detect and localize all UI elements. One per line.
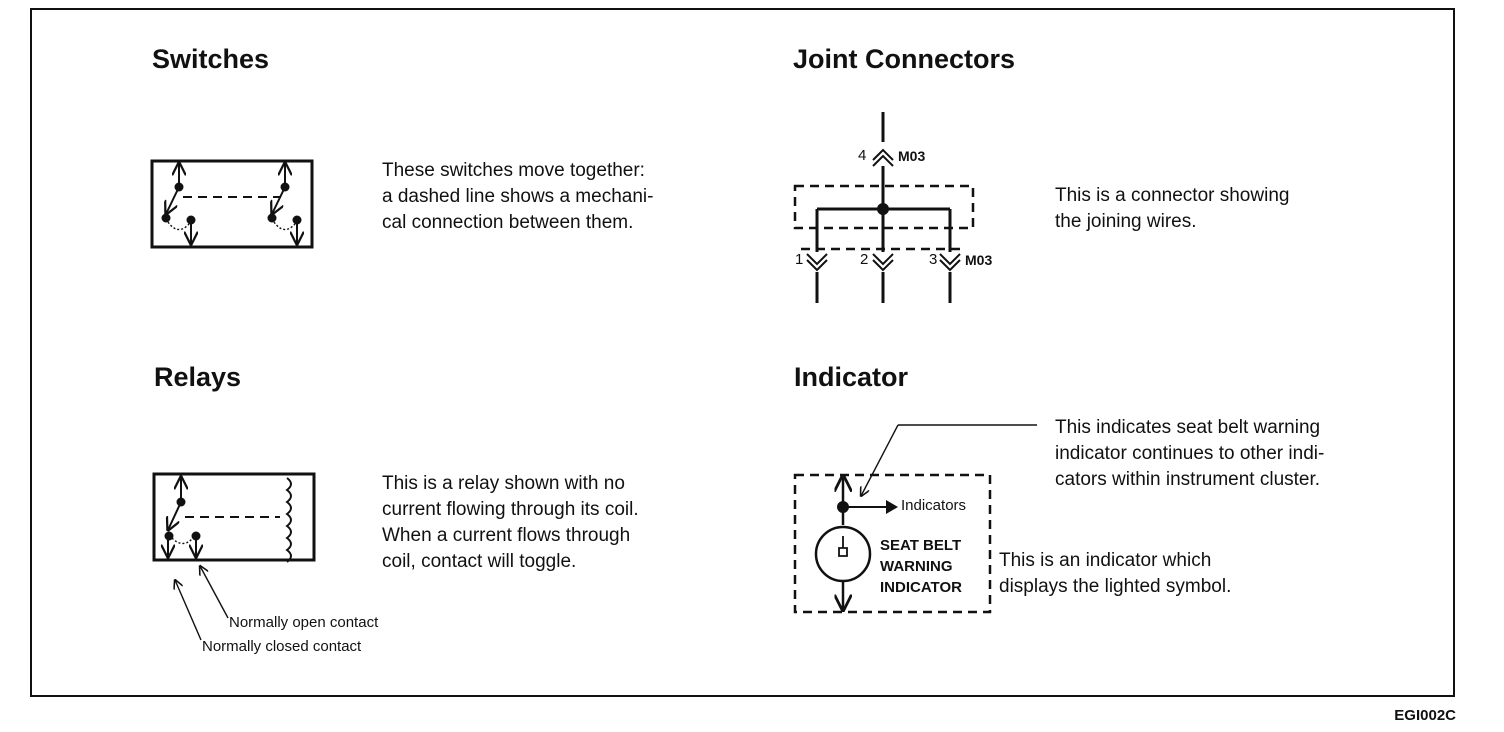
joint-connectors-description: This is a connector showing the joining … bbox=[1055, 183, 1289, 235]
indicator-splice-dot bbox=[837, 501, 849, 513]
switches-heading: Switches bbox=[152, 44, 270, 74]
lamp-label-line: WARNING bbox=[880, 558, 953, 575]
pin-label-top: 4 bbox=[858, 147, 867, 164]
lamp-label-line: SEAT BELT bbox=[880, 537, 962, 554]
switches-symbol bbox=[150, 159, 314, 249]
indicator-note-line: This indicates seat belt warning bbox=[1055, 417, 1321, 438]
lamp-label-line: INDICATOR bbox=[880, 579, 962, 596]
indicators-arrow-label: Indicators bbox=[901, 497, 967, 514]
relays-description: This is a relay shown with no current fl… bbox=[382, 471, 639, 575]
joint-splice-dot bbox=[877, 203, 889, 215]
switches-contact-dots bbox=[161, 182, 302, 225]
relays-description-line: This is a relay shown with no bbox=[382, 473, 625, 494]
switches-description-line: cal connection between them. bbox=[382, 212, 634, 233]
normally-open-label: Normally open contact bbox=[229, 614, 379, 631]
indicator-note-line: cators within instrument cluster. bbox=[1055, 469, 1321, 490]
indicator-description-line: displays the lighted symbol. bbox=[999, 576, 1232, 597]
switches-description: These switches move together: a dashed l… bbox=[382, 158, 653, 236]
indicators-arrowhead bbox=[886, 500, 898, 514]
relays-description-line: When a current flows through bbox=[382, 525, 631, 546]
relays-heading: Relays bbox=[154, 362, 242, 392]
indicator-symbol bbox=[793, 424, 1037, 614]
switches-description-line: These switches move together: bbox=[382, 160, 645, 181]
connector-id-top: M03 bbox=[898, 148, 926, 164]
indicator-note-line: indicator continues to other indi- bbox=[1055, 443, 1325, 464]
relay-symbol bbox=[152, 472, 316, 641]
indicator-description: This is an indicator which displays the … bbox=[999, 548, 1231, 600]
relays-description-line: coil, contact will toggle. bbox=[382, 551, 577, 572]
seat-belt-lamp-label: SEAT BELT WARNING INDICATOR bbox=[880, 535, 962, 598]
normally-closed-label: Normally closed contact bbox=[202, 638, 362, 655]
joint-description-line: the joining wires. bbox=[1055, 211, 1197, 232]
indicator-description-line: This is an indicator which bbox=[999, 550, 1212, 571]
joint-description-line: This is a connector showing bbox=[1055, 185, 1290, 206]
indicator-heading: Indicator bbox=[794, 362, 909, 392]
relays-description-line: current flowing through its coil. bbox=[382, 499, 639, 520]
indicator-note: This indicates seat belt warning indicat… bbox=[1055, 415, 1324, 493]
pin-label-1: 1 bbox=[795, 251, 804, 268]
pin-label-3: 3 bbox=[929, 251, 938, 268]
connector-id-bottom: M03 bbox=[965, 252, 993, 268]
pin-label-2: 2 bbox=[860, 251, 869, 268]
switches-description-line: a dashed line shows a mechani- bbox=[382, 186, 654, 207]
figure-code: EGI002C bbox=[1394, 707, 1456, 724]
joint-connector-symbol bbox=[793, 112, 975, 303]
figure-frame bbox=[30, 8, 1455, 697]
relay-contact-dots bbox=[164, 497, 201, 541]
joint-connectors-heading: Joint Connectors bbox=[793, 44, 1016, 74]
